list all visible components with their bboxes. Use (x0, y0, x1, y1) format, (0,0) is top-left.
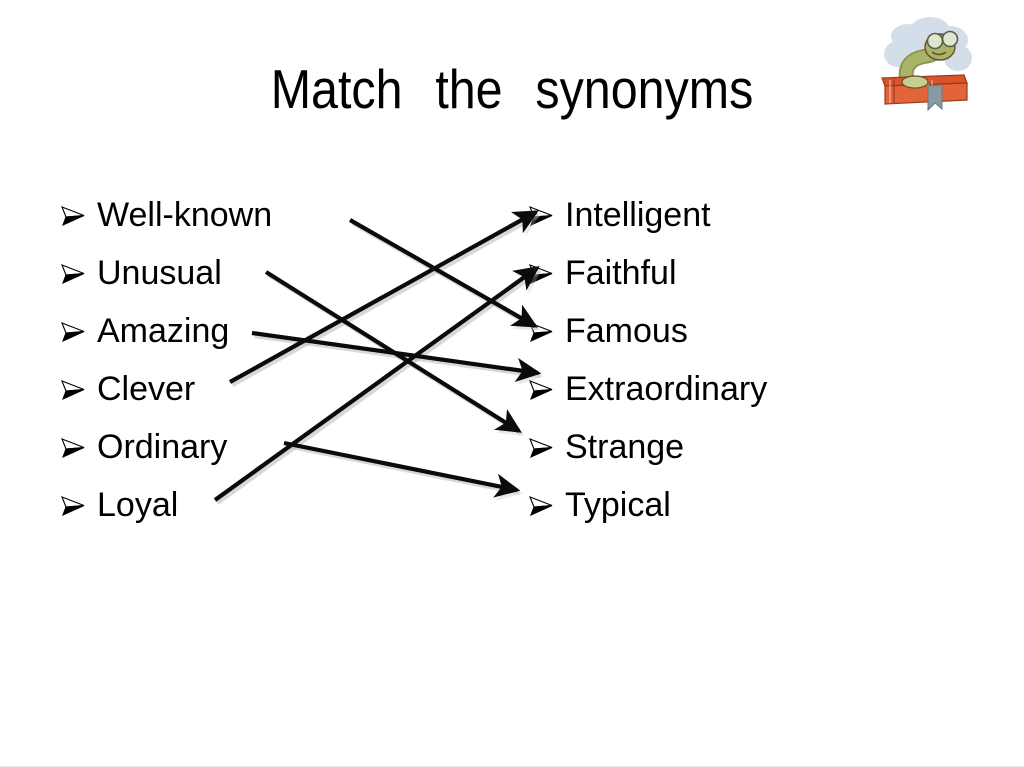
list-item[interactable]: Extraordinary (528, 360, 948, 418)
list-item[interactable]: Well-known (60, 186, 390, 244)
word-label: Loyal (97, 486, 179, 524)
word-label: Amazing (97, 312, 230, 350)
list-item[interactable]: Ordinary (60, 418, 390, 476)
arrowhead-bullet-icon (60, 204, 88, 228)
word-label: Strange (565, 428, 685, 466)
word-label: Faithful (565, 254, 677, 292)
arrowhead-bullet-icon (528, 436, 556, 460)
left-word-column: Well-known Unusual Amazing (60, 186, 390, 534)
list-item[interactable]: Loyal (60, 476, 390, 534)
list-item[interactable]: Amazing (60, 302, 390, 360)
list-item[interactable]: Clever (60, 360, 390, 418)
arrowhead-bullet-icon (60, 262, 88, 286)
list-item[interactable]: Unusual (60, 244, 390, 302)
word-label: Extraordinary (565, 370, 768, 408)
arrowhead-bullet-icon (60, 378, 88, 402)
word-label: Well-known (97, 196, 273, 234)
word-label: Clever (97, 370, 196, 408)
arrowhead-bullet-icon (60, 494, 88, 518)
list-item[interactable]: Faithful (528, 244, 948, 302)
word-label: Typical (565, 486, 671, 524)
arrowhead-bullet-icon (528, 378, 556, 402)
right-word-column: Intelligent Faithful Famous (528, 186, 948, 534)
arrowhead-bullet-icon (528, 320, 556, 344)
list-item[interactable]: Famous (528, 302, 948, 360)
list-item[interactable]: Intelligent (528, 186, 948, 244)
page-title: Match the synonyms (270, 58, 754, 120)
arrowhead-bullet-icon (60, 436, 88, 460)
list-item[interactable]: Strange (528, 418, 948, 476)
word-label: Unusual (97, 254, 222, 292)
word-label: Intelligent (565, 196, 711, 234)
word-label: Ordinary (97, 428, 228, 466)
arrowhead-bullet-icon (528, 494, 556, 518)
arrowhead-bullet-icon (528, 204, 556, 228)
bookworm-on-book-icon (868, 14, 980, 112)
arrowhead-bullet-icon (60, 320, 88, 344)
word-label: Famous (565, 312, 688, 350)
list-item[interactable]: Typical (528, 476, 948, 534)
arrowhead-bullet-icon (528, 262, 556, 286)
